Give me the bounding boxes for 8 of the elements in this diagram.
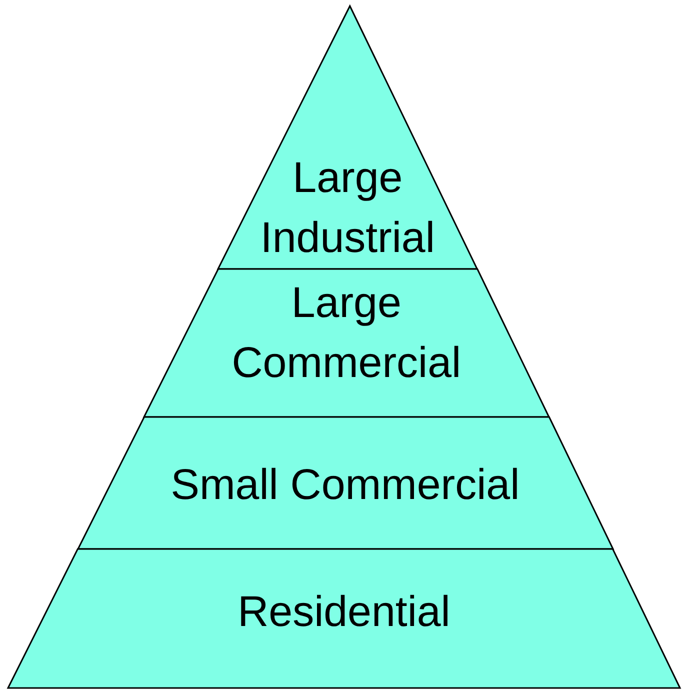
band-label: Large Industrial — [259, 153, 436, 264]
pyramid-band — [217, 6, 478, 269]
pyramid-band — [142, 269, 550, 417]
band-label: Large Commercial — [230, 278, 462, 389]
band-label: Residential — [236, 587, 452, 638]
pyramid-band — [7, 549, 681, 688]
band-label: Small Commercial — [170, 460, 521, 511]
pyramid-band — [76, 417, 614, 549]
